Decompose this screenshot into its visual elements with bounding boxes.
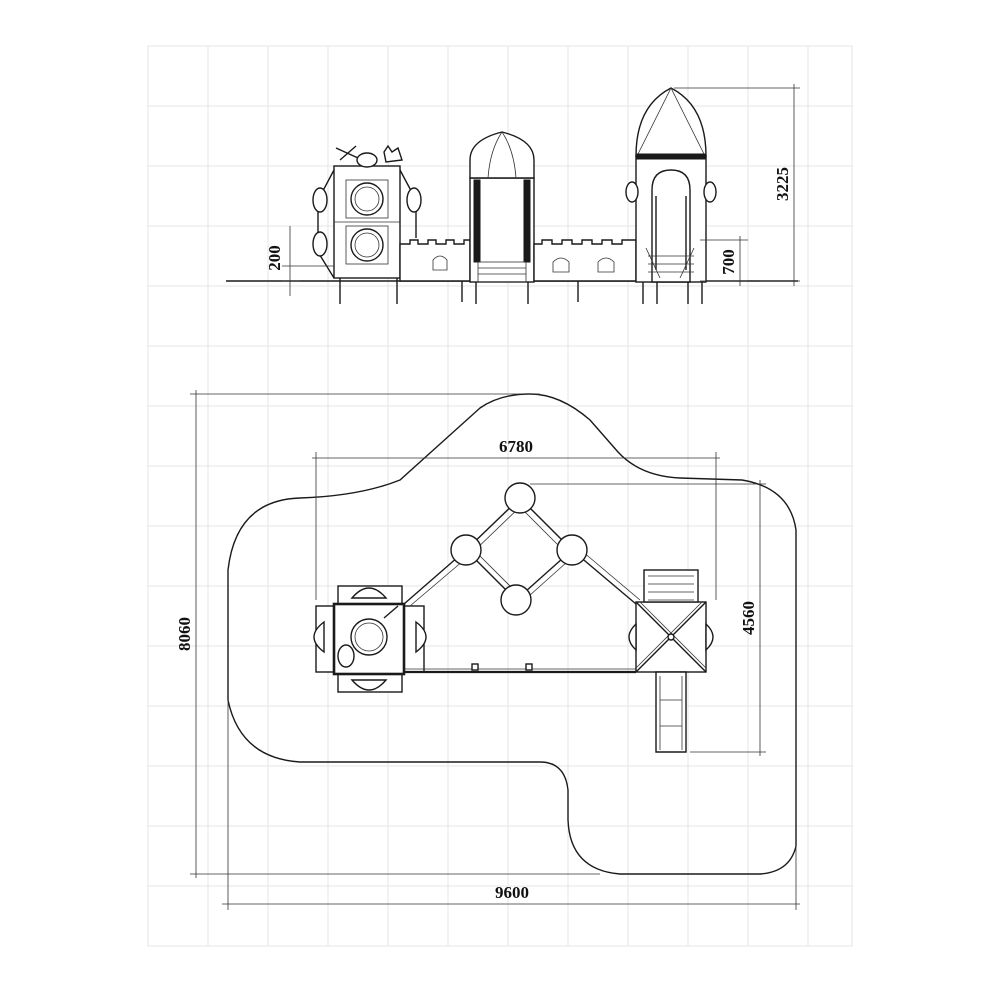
dimension-plan-overall-depth: 8060 — [175, 390, 600, 878]
elevation-view: 200 700 3225 — [226, 84, 800, 304]
elevation-right-wall — [533, 239, 637, 302]
dimension-elevation-step: 200 — [265, 226, 334, 296]
dim-6780-label: 6780 — [499, 437, 533, 456]
dimension-plan-structure-depth: 4560 — [530, 480, 766, 756]
elevation-left-wall — [399, 239, 471, 302]
dim-3225-label: 3225 — [773, 167, 792, 201]
dim-8060-label: 8060 — [175, 617, 194, 651]
dimension-plan-overall-width: 9600 — [222, 700, 800, 910]
dim-9600-label: 9600 — [495, 883, 529, 902]
dim-4560-label: 4560 — [739, 601, 758, 635]
plan-wall-bridge — [404, 663, 636, 674]
elevation-center-dome-tower — [469, 131, 535, 304]
elevation-right-pointed-tower — [625, 87, 717, 304]
dimension-elevation-platform: 700 — [700, 236, 748, 286]
plan-diamond-rope-course — [403, 482, 641, 616]
plan-left-tower — [313, 585, 427, 693]
background-grid — [147, 45, 853, 947]
dimension-plan-structure-width: 6780 — [312, 437, 720, 600]
elevation-left-tower — [312, 144, 422, 304]
dimension-elevation-total: 3225 — [674, 84, 800, 286]
dim-200-label: 200 — [265, 245, 284, 271]
dim-700-label: 700 — [719, 249, 738, 275]
plan-view: 6780 4560 8060 9600 — [175, 390, 800, 910]
plan-right-tower — [628, 569, 714, 753]
